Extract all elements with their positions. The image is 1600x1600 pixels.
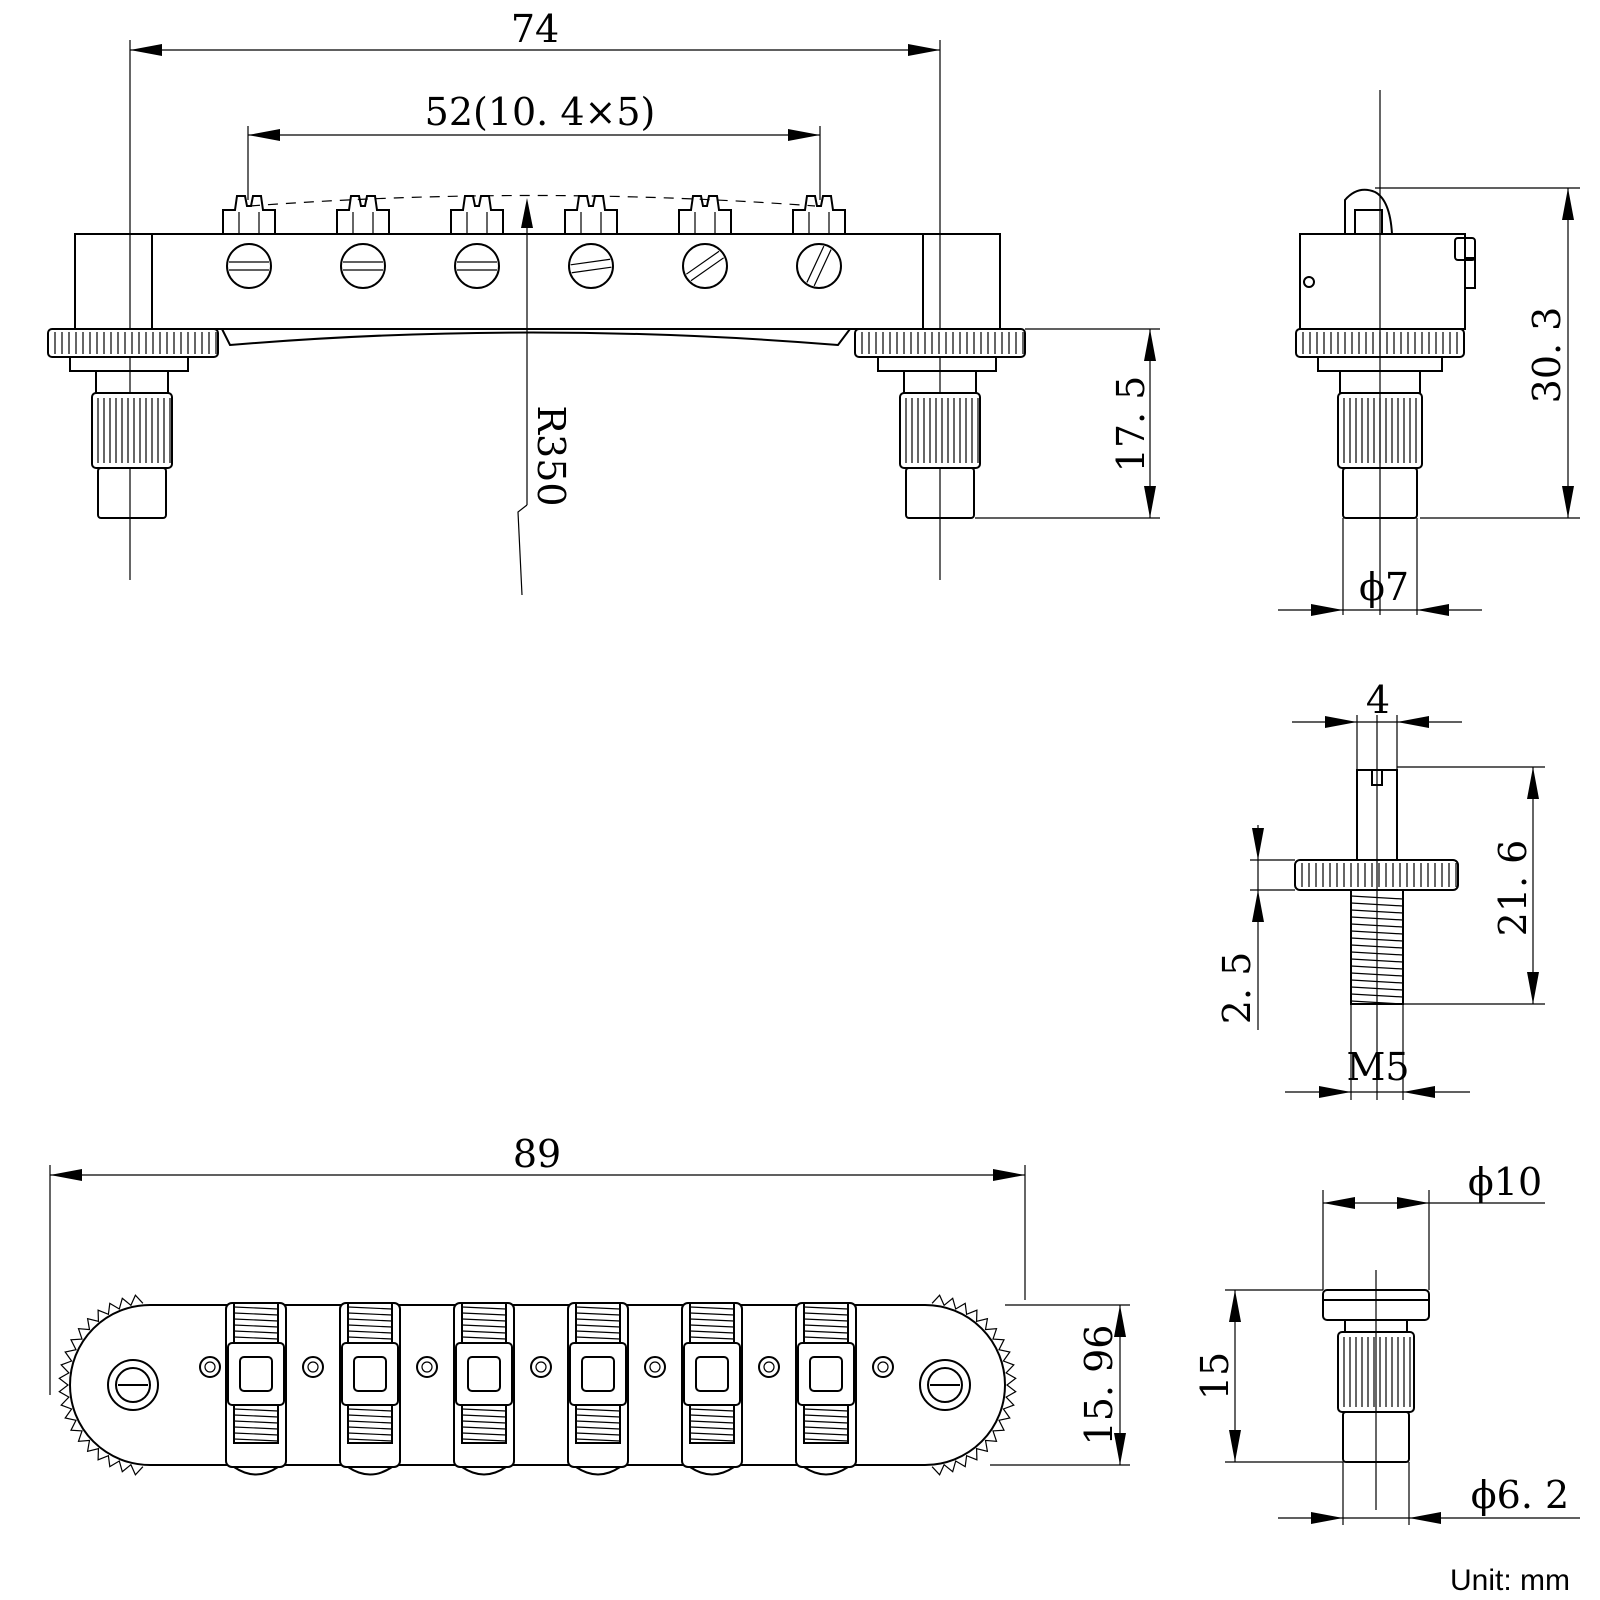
dim-15-label: 15 <box>1193 1352 1237 1400</box>
dim-phi6-2-label: ϕ6. 2 <box>1471 1473 1569 1517</box>
left-post <box>47 328 219 519</box>
dim-phi7-label: ϕ7 <box>1359 565 1409 609</box>
dim-phi10-label: ϕ10 <box>1468 1160 1542 1204</box>
dim-4-label: 4 <box>1366 678 1390 722</box>
front-view <box>47 40 1160 596</box>
dim-m5-label: M5 <box>1346 1045 1409 1089</box>
dim-15-96-label: 15. 96 <box>1077 1325 1121 1446</box>
dim-2-5-label: 2. 5 <box>1215 952 1259 1025</box>
dim-21-6-label: 21. 6 <box>1491 840 1535 937</box>
dim-52-label: 52(10. 4×5) <box>425 90 656 134</box>
dim-89-label: 89 <box>513 1132 561 1176</box>
dim-30-3-label: 30. 3 <box>1525 307 1569 404</box>
right-post <box>854 328 1026 519</box>
side-view <box>1278 90 1580 616</box>
stud-view <box>1225 1190 1580 1525</box>
dim-17-5-label: 17. 5 <box>1109 376 1153 473</box>
top-view <box>49 1165 1130 1476</box>
dim-r350-label: R350 <box>529 405 573 506</box>
dim-74-label: 74 <box>511 7 559 51</box>
unit-label: Unit: mm <box>1450 1564 1570 1597</box>
thumbwheel-screw-view <box>1250 715 1545 1100</box>
